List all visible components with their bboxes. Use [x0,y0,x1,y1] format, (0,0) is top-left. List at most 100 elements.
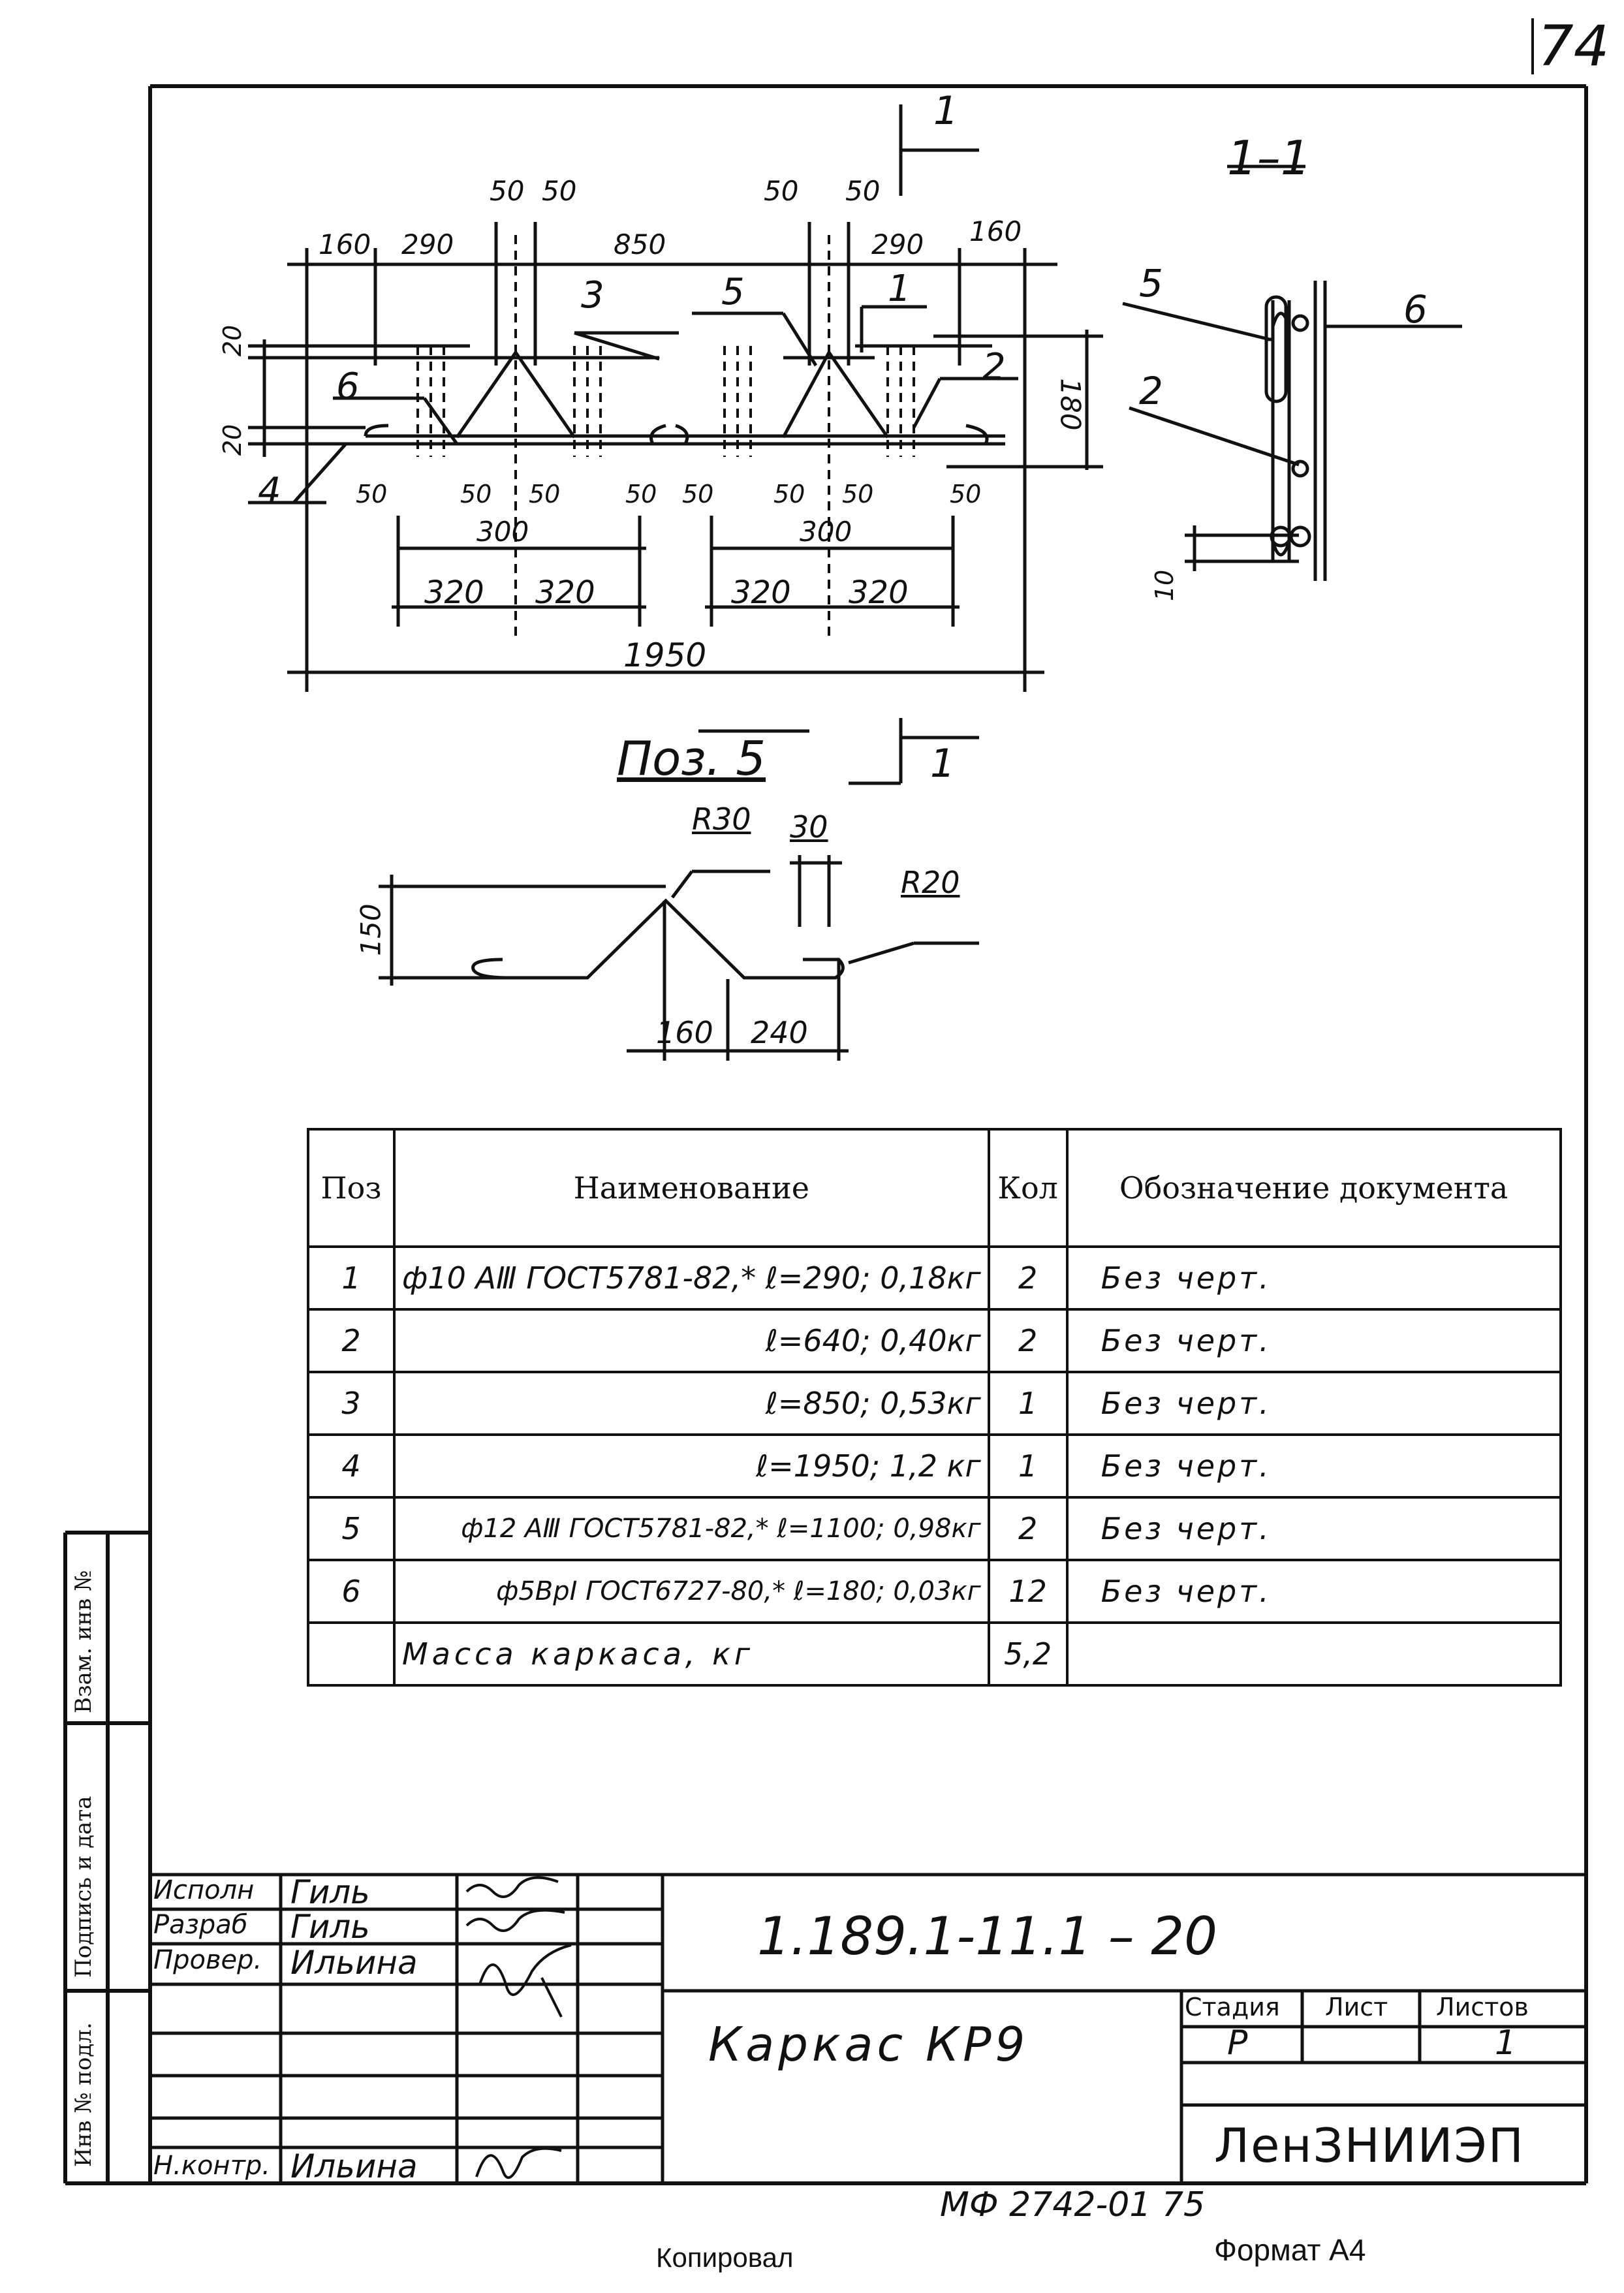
dim-top-160-right: 160 [969,215,1022,247]
cut-marker-top: 1 [933,88,959,134]
signatures [465,1876,572,2179]
cell-pos: 5 [307,1496,396,1561]
cell-name: ℓ=850; 0,53кг [393,1371,990,1436]
cell-doc: Без черт. [1065,1433,1562,1499]
dim-bottom-50-6: 50 [773,480,805,508]
tb-sheets-value: 1 [1495,2023,1517,2063]
dim-320-2: 320 [535,574,595,611]
cell-qty: 2 [987,1308,1069,1373]
section-label-6: 6 [1403,287,1428,332]
dim-top-290-left: 290 [401,228,454,260]
cell-name: ф5ВрⅠ ГОСТ6727-80,* ℓ=180; 0,03кг [393,1559,990,1624]
dim-top-50-c: 50 [764,175,799,207]
tb-organization: ЛенЗНИИЭП [1214,2118,1525,2173]
dim-top-50-d: 50 [845,175,881,207]
header-name: Наименование [393,1128,990,1248]
cell-pos: 1 [307,1245,396,1311]
detail-pos5 [379,729,979,1061]
cell-qty: 2 [987,1245,1069,1311]
pos-label-5: 5 [721,271,745,313]
dim-320-1: 320 [424,574,484,611]
tb-sheets-label: Листов [1436,1993,1529,2021]
specification-table: Поз Наименование Кол Обозначение докумен… [307,1128,1562,1687]
detail-d240: 240 [751,1015,808,1050]
dim-top-50-a: 50 [490,175,525,207]
dim-top-850: 850 [614,228,666,260]
cell-doc: Без черт. [1065,1559,1562,1624]
table-row: 2 ℓ=640; 0,40кг 2 Без черт. [307,1308,1562,1373]
tb-sheet-label: Лист [1325,1993,1388,2021]
cell-name: ф12 АⅢ ГОСТ5781-82,* ℓ=1100; 0,98кг [393,1496,990,1561]
section-view [1122,164,1462,581]
tb-role-2: Разраб [153,1910,248,1940]
detail-d160: 160 [656,1015,713,1050]
detail-r20: R20 [901,865,960,900]
cell-doc: Без черт. [1065,1245,1562,1311]
cell-pos [307,1621,396,1687]
header-pos: Поз [307,1128,396,1248]
dim-bottom-300-right: 300 [800,516,852,548]
pos-label-2: 2 [982,346,1006,388]
cell-doc: Без черт. [1065,1371,1562,1436]
detail-d30: 30 [790,809,828,845]
dim-bottom-50-3: 50 [529,480,561,508]
header-doc: Обозначение документа [1065,1128,1562,1248]
dim-bottom-300-left: 300 [476,516,529,548]
dim-bottom-50-8: 50 [950,480,982,508]
dim-top-160-left: 160 [319,228,371,260]
footer-format: Формат А4 [1214,2233,1366,2267]
table-row: 6 ф5ВрⅠ ГОСТ6727-80,* ℓ=180; 0,03кг 12 Б… [307,1559,1562,1624]
cell-name: ф10 АⅢ ГОСТ5781-82,* ℓ=290; 0,18кг [393,1245,990,1311]
cell-pos: 2 [307,1308,396,1373]
detail-r30: R30 [692,802,751,837]
table-row: 1 ф10 АⅢ ГОСТ5781-82,* ℓ=290; 0,18кг 2 Б… [307,1245,1562,1311]
sheet-number: 74 [1531,18,1609,74]
pos-label-3: 3 [581,274,604,317]
cell-name: ℓ=1950; 1,2 кг [393,1433,990,1499]
section-title: 1–1 [1227,131,1311,185]
cell-pos: 3 [307,1371,396,1436]
table-row: 4 ℓ=1950; 1,2 кг 1 Без черт. [307,1433,1562,1499]
tb-designation: 1.189.1-11.1 – 20 [757,1906,1217,1967]
detail-title: Поз. 5 [617,731,766,786]
header-qty: Кол [987,1128,1069,1248]
section-label-2: 2 [1139,369,1163,413]
dim-top-290-right: 290 [871,228,924,260]
footer-copy-ref: МФ 2742-01 75 [940,2185,1206,2224]
dim-bottom-50-7: 50 [842,480,874,508]
tb-role-1: Исполн [153,1875,255,1905]
cell-name: ℓ=640; 0,40кг [393,1308,990,1373]
cell-qty: 12 [987,1559,1069,1624]
cell-qty: 1 [987,1433,1069,1499]
pos-label-1: 1 [888,268,911,310]
cell-pos: 4 [307,1433,396,1499]
tb-stage-label: Стадия [1185,1993,1280,2021]
dim-bottom-50-5: 50 [682,480,714,508]
tb-stage-value: Р [1227,2023,1248,2063]
dim-bottom-50-1: 50 [356,480,388,508]
cell-doc: Без черт. [1065,1308,1562,1373]
tb-name-nkontr: Ильина [290,2147,418,2185]
tb-name-2: Гиль [290,1908,370,1946]
cell-total-qty: 5,2 [987,1621,1069,1687]
dim-bottom-50-4: 50 [625,480,657,508]
table-row: 3 ℓ=850; 0,53кг 1 Без черт. [307,1371,1562,1436]
pos-label-4: 4 [258,470,281,512]
cut-marker-bottom: 1 [930,741,956,787]
cell-doc: Без черт. [1065,1496,1562,1561]
tb-role-3: Провер. [153,1945,262,1975]
tb-name-1: Гиль [290,1873,370,1911]
dim-320-3: 320 [731,574,791,611]
cell-qty: 1 [987,1371,1069,1436]
frame-plan-view [248,104,1103,783]
pos-label-6: 6 [336,366,360,408]
dim-320-4: 320 [849,574,909,611]
table-header-row: Поз Наименование Кол Обозначение докумен… [307,1128,1562,1248]
sheet-frame [63,84,1588,2185]
dim-top-50-b: 50 [542,175,577,207]
tb-role-nkontr: Н.контр. [153,2151,270,2181]
cell-qty: 2 [987,1496,1069,1561]
table-row: 5 ф12 АⅢ ГОСТ5781-82,* ℓ=1100; 0,98кг 2 … [307,1496,1562,1561]
